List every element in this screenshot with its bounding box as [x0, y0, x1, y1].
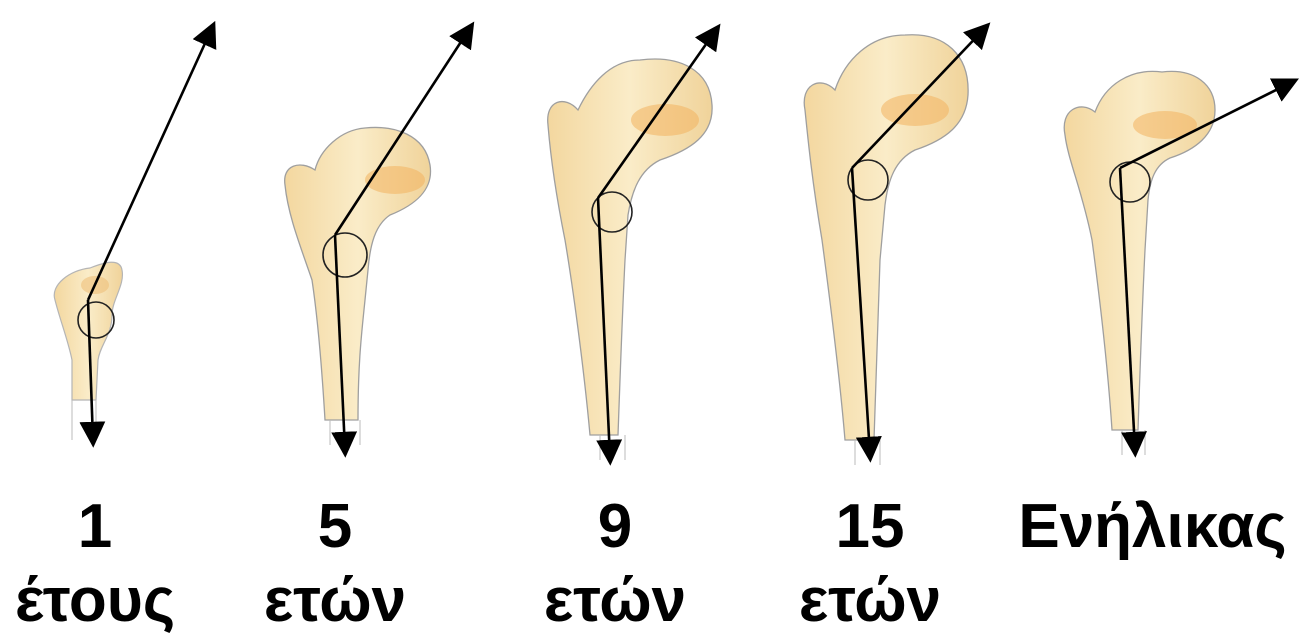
age-unit: ετών: [765, 570, 975, 632]
age-label-adult: Ενήλικας: [1005, 496, 1300, 558]
age-unit: ετών: [240, 570, 430, 632]
age-value: 15: [765, 496, 975, 558]
age-value: Ενήλικας: [1005, 496, 1300, 558]
age-label-9: 9 ετών: [510, 496, 720, 632]
age-unit: ετών: [510, 570, 720, 632]
age-value: 1: [0, 496, 190, 558]
age-label-5: 5 ετών: [240, 496, 430, 632]
femur-illustration: [804, 35, 968, 440]
femur-panel-1: [54, 28, 212, 440]
age-value: 5: [240, 496, 430, 558]
age-unit: έτους: [0, 570, 190, 632]
neck-axis-arrow: [88, 28, 212, 300]
age-label-1: 1 έτους: [0, 496, 190, 632]
femur-panel-5: [1064, 71, 1292, 455]
age-value: 9: [510, 496, 720, 558]
femur-panel-2: [285, 28, 470, 450]
age-label-15: 15 ετών: [765, 496, 975, 632]
femur-panel-4: [804, 28, 985, 465]
femur-panel-3: [548, 30, 716, 460]
